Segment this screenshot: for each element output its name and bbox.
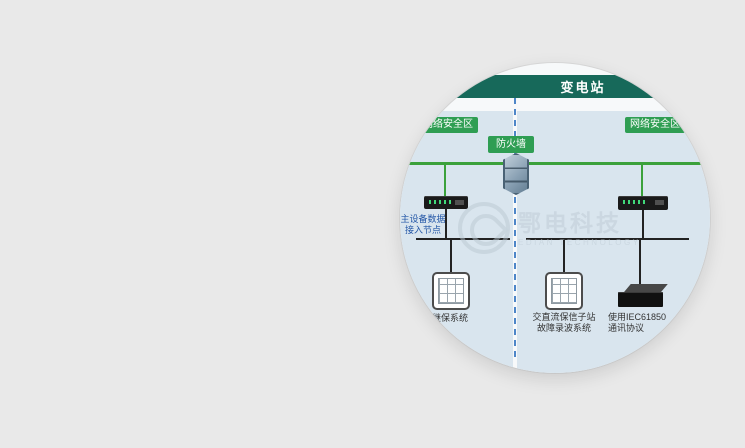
zone-label-right: 网络安全区 — [625, 117, 685, 133]
switch-icon-left — [424, 196, 468, 209]
firewall-icon — [503, 153, 529, 195]
station-bus-left — [416, 238, 510, 240]
substation-banner: 变电站 — [400, 75, 710, 98]
comm-device-icon — [618, 284, 668, 308]
device-label-middle-line1: 交直流保信子站 — [532, 312, 596, 322]
uplink-line-left — [444, 164, 446, 196]
device-label-left: 继保系统 — [431, 313, 468, 323]
comm-device-front-face — [618, 292, 663, 307]
access-node-note-line1: 主设备数据 — [400, 214, 446, 224]
magnifier-circle: 变电站 网络安全区 网络安全区 防火墙 主设备数据 接入节点 — [400, 63, 710, 373]
drop-line-switch-left — [445, 209, 447, 238]
device-label-middle-line2: 故障录波系统 — [536, 323, 591, 333]
zone-label-left: 网络安全区 — [418, 117, 478, 133]
drop-line-panel-middle — [563, 240, 565, 272]
switch-icon-right — [618, 196, 668, 210]
device-label-middle: 交直流保信子站 故障录波系统 — [520, 312, 608, 334]
substation-title: 变电站 — [560, 80, 606, 95]
drop-line-switch-right — [642, 210, 644, 238]
access-node-note: 主设备数据 接入节点 — [400, 214, 446, 236]
switch-port-icon — [655, 200, 664, 205]
device-label-right: 使用IEC61850 通讯协议 — [608, 312, 688, 334]
drop-line-panel-left — [450, 240, 452, 272]
switch-port-icon — [455, 200, 464, 205]
security-zone-right — [517, 111, 710, 373]
device-grid-icon — [551, 278, 577, 304]
firewall-label: 防火墙 — [488, 136, 534, 153]
drop-line-comm-box — [639, 240, 641, 285]
switch-leds-icon — [623, 200, 647, 204]
switch-leds-icon — [429, 200, 453, 204]
network-bus-green-line — [400, 162, 710, 165]
protection-device-icon-middle — [545, 272, 583, 310]
uplink-line-right — [641, 164, 643, 196]
protection-device-icon-left — [432, 272, 470, 310]
security-zone-left — [400, 111, 513, 373]
device-grid-icon — [438, 278, 464, 304]
station-bus-right — [526, 238, 689, 240]
device-label-right-line1: 使用IEC61850 — [608, 312, 667, 322]
zone-divider-dashed-line — [514, 98, 516, 362]
device-label-right-line2: 通讯协议 — [608, 323, 645, 333]
access-node-note-line2: 接入节点 — [404, 225, 441, 235]
